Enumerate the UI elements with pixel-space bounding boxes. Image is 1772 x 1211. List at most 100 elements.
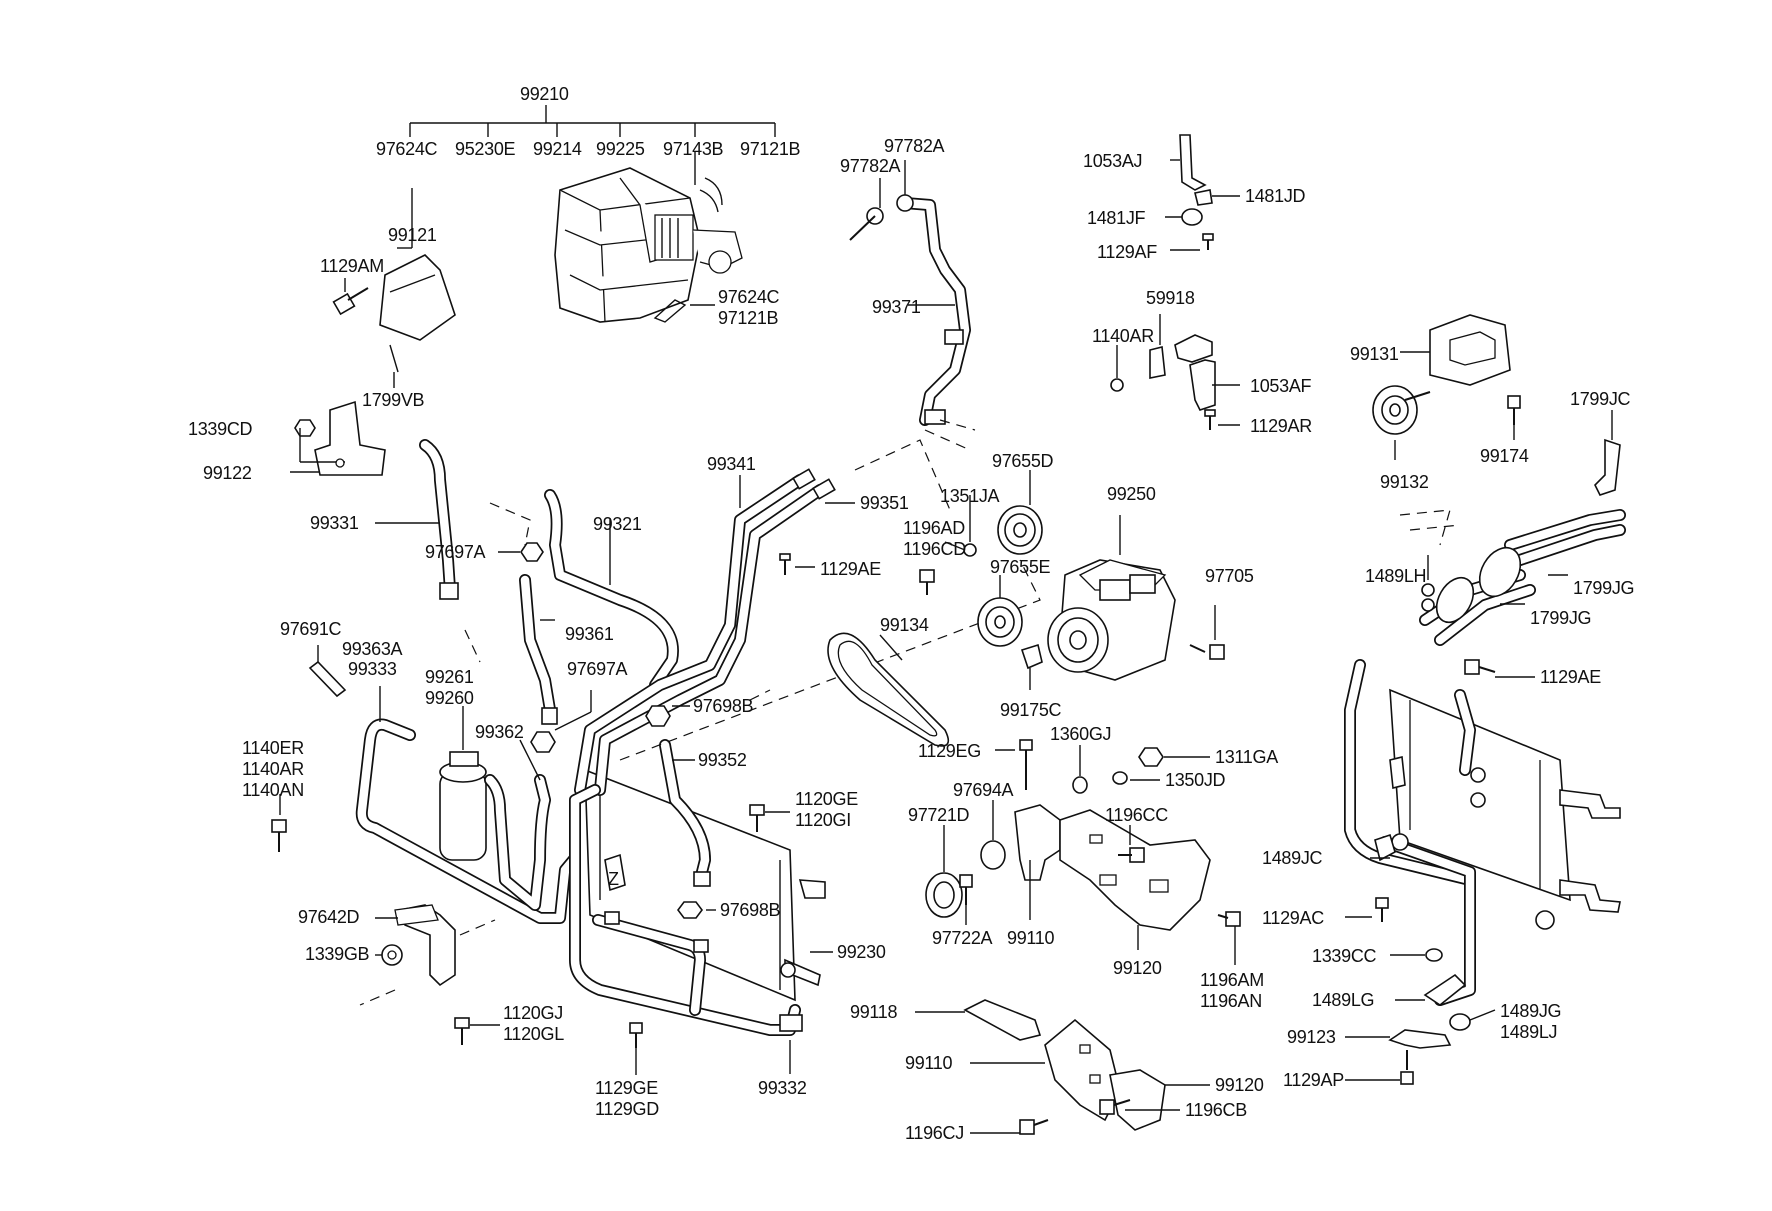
part-99121-bracket <box>332 188 456 388</box>
label-1120GJ: 1120GJ <box>503 1003 563 1023</box>
label-97642D: 97642D <box>298 907 360 927</box>
nut-97698B-upper <box>645 705 690 727</box>
label-1120GL: 1120GL <box>503 1024 564 1044</box>
label-1129AP: 1129AP <box>1283 1070 1344 1090</box>
clip-97691C <box>308 645 347 698</box>
pulley-97655E <box>977 575 1023 647</box>
part-99210-tree <box>409 105 776 185</box>
nut-97698B-lower <box>677 901 716 919</box>
washer-1350JD <box>1112 771 1160 785</box>
bolt-97722A <box>959 874 973 925</box>
label-99110-bot: 99110 <box>905 1053 953 1073</box>
label-97721D: 97721D <box>908 805 970 825</box>
bolt-1129GE <box>629 1022 643 1075</box>
label-97691C: 97691C <box>280 619 342 639</box>
hose-99321 <box>544 489 679 691</box>
bolt-1196AD <box>919 541 966 595</box>
label-99361: 99361 <box>565 624 614 644</box>
label-99134: 99134 <box>880 615 929 635</box>
label-95230E: 95230E <box>455 139 516 159</box>
label-1489LG: 1489LG <box>1312 990 1374 1010</box>
bolt-1120GJ <box>454 1017 500 1045</box>
label-99363A: 99363A <box>342 639 403 659</box>
bracket-99120-mid <box>1059 809 1211 950</box>
label-1799VB: 1799VB <box>362 390 425 410</box>
clamp-1489LG <box>1395 973 1467 1006</box>
label-1053AJ: 1053AJ <box>1083 151 1142 171</box>
label-1489LH: 1489LH <box>1365 566 1426 586</box>
label-1489JG: 1489JG <box>1500 1001 1561 1021</box>
label-1129AR: 1129AR <box>1250 416 1312 436</box>
label-99352: 99352 <box>698 750 747 770</box>
pulley-97721D <box>925 825 963 918</box>
label-99362: 99362 <box>475 722 524 742</box>
clip-1481JF <box>1165 208 1203 226</box>
label-99122: 99122 <box>203 463 252 483</box>
label-99321: 99321 <box>593 514 642 534</box>
label-99371: 99371 <box>872 297 921 317</box>
label-1129AE-mid: 1129AE <box>820 559 881 579</box>
label-97121B-side: 97121B <box>718 308 779 328</box>
bracket-99118 <box>915 999 1042 1041</box>
clip-1481JD <box>1194 189 1240 206</box>
label-97722A: 97722A <box>932 928 993 948</box>
nut-1339CC <box>1390 948 1443 962</box>
label-97624C-top: 97624C <box>376 139 438 159</box>
bracket-99110-mid <box>1014 804 1061 920</box>
label-1311GA: 1311GA <box>1215 747 1278 767</box>
part-99122-bracket <box>290 400 386 476</box>
label-99120-bot: 99120 <box>1215 1075 1264 1095</box>
label-59918: 59918 <box>1146 288 1195 308</box>
bolt-1129AC <box>1345 897 1389 922</box>
label-1140AN: 1140AN <box>242 780 304 800</box>
hose-99352 <box>659 739 711 887</box>
bracket-99131 <box>1400 314 1511 386</box>
bolt-1129AE-right <box>1464 659 1535 678</box>
condenser-99230: Z <box>584 768 826 1002</box>
label-97655E: 97655E <box>990 557 1051 577</box>
label-99123: 99123 <box>1287 1027 1336 1047</box>
label-99331: 99331 <box>310 513 359 533</box>
shim-99175C <box>1020 643 1043 690</box>
bolt-1196CC <box>1118 825 1145 863</box>
label-97697A-1: 97697A <box>425 542 486 562</box>
hose-99361 <box>519 574 558 725</box>
label-1339GB: 1339GB <box>305 944 370 964</box>
bracket-99110-bot <box>970 1018 1121 1122</box>
label-1140AR-right: 1140AR <box>1092 326 1154 346</box>
label-1339CC: 1339CC <box>1312 946 1377 966</box>
label-1489LJ: 1489LJ <box>1500 1022 1557 1042</box>
label-99132: 99132 <box>1380 472 1429 492</box>
label-99261: 99261 <box>425 667 474 687</box>
hose-99332 <box>569 784 803 1036</box>
right-frame-assembly <box>1344 509 1626 1006</box>
label-97705: 97705 <box>1205 566 1254 586</box>
hose-99333 <box>355 686 581 924</box>
label-99214: 99214 <box>533 139 582 159</box>
label-99131: 99131 <box>1350 344 1399 364</box>
pulley-99132 <box>1372 385 1431 460</box>
bolt-99174 <box>1507 395 1521 440</box>
hose-99331 <box>375 439 459 600</box>
bracket-59918 <box>1149 314 1213 379</box>
label-97698B-1: 97698B <box>693 696 754 716</box>
label-1196CJ: 1196CJ <box>905 1123 964 1143</box>
nut-97697A-upper <box>498 542 544 562</box>
label-1799JG-2: 1799JG <box>1530 608 1591 628</box>
label-1129AC: 1129AC <box>1262 908 1324 928</box>
pulley-97655D <box>997 470 1043 555</box>
bracket-1053AJ <box>1170 134 1207 191</box>
bolt-1129EG <box>995 739 1033 790</box>
label-97782A-2: 97782A <box>840 156 901 176</box>
compressor-99250 <box>1047 515 1176 681</box>
label-99225: 99225 <box>596 139 645 159</box>
label-1129EG: 1129EG <box>918 741 981 761</box>
label-1140AR-left: 1140AR <box>242 759 304 779</box>
label-97697A-2: 97697A <box>567 659 628 679</box>
label-1196CD: 1196CD <box>903 539 966 559</box>
bolt-1196AM <box>1217 911 1241 965</box>
label-97698B-2: 97698B <box>720 900 781 920</box>
clamp-1489JC <box>1370 833 1396 862</box>
labels: 99210 97624C 95230E 99214 99225 97143B 9… <box>188 84 1635 1143</box>
label-1481JD: 1481JD <box>1245 186 1306 206</box>
